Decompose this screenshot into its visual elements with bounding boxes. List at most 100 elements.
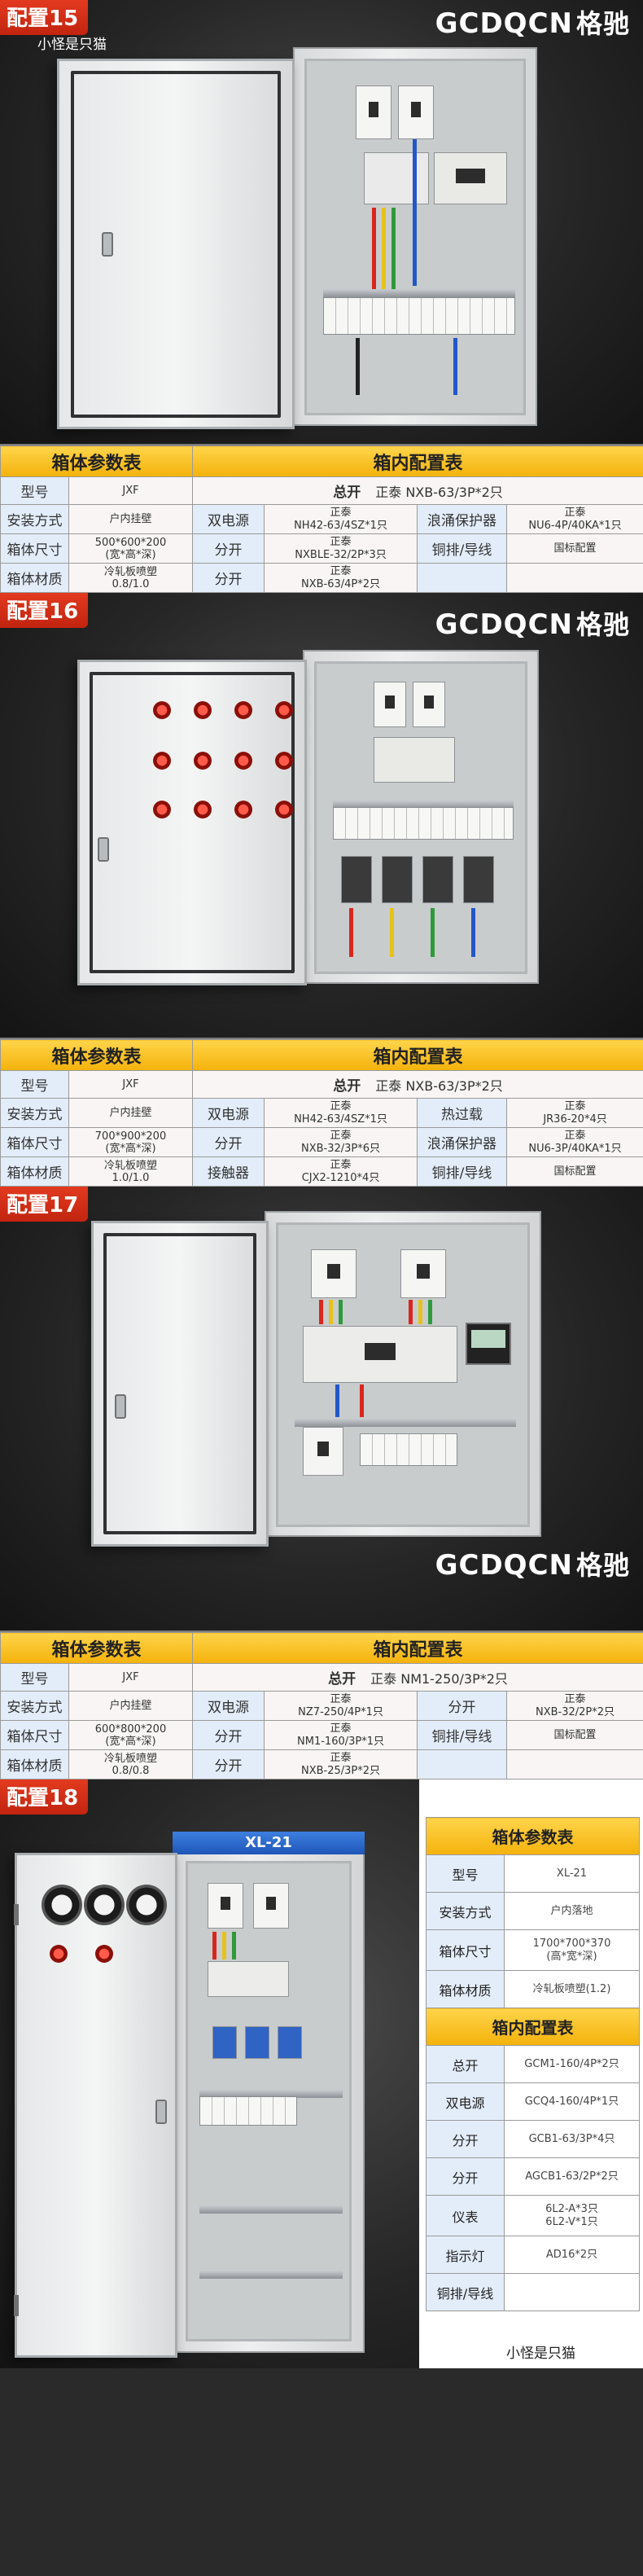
- config-value: [504, 2273, 640, 2311]
- config-value: 正泰 NU6-4P/40KA*1只: [506, 504, 643, 534]
- param-value: 1700*700*370 (高*宽*深): [504, 1929, 640, 1971]
- config-label: 双电源: [426, 2082, 505, 2121]
- config-value: 正泰 JR36-20*4只: [506, 1098, 643, 1128]
- main-breaker: [400, 1249, 446, 1298]
- config-label: 分开: [192, 563, 265, 593]
- mounting-plate: [314, 661, 527, 974]
- param-label: 型号: [0, 1663, 69, 1692]
- controller-screen: [466, 1323, 511, 1365]
- config-value: 正泰 NU6-3P/40KA*1只: [506, 1127, 643, 1157]
- config-value: [506, 1749, 643, 1780]
- config-label: 铜排/导线: [417, 1156, 508, 1187]
- config-label: 总开: [426, 2045, 505, 2083]
- config-value: GCQ4-160/4P*1只: [504, 2082, 640, 2121]
- config-label: 双电源: [192, 1098, 265, 1128]
- param-label: 型号: [0, 476, 69, 505]
- param-label: 安装方式: [0, 1691, 69, 1721]
- config-value: 正泰 NXB-63/4P*2只: [264, 563, 418, 593]
- params-table-title: 箱体参数表: [0, 1039, 194, 1071]
- config-value: 正泰 NXB-32/3P*6只: [264, 1127, 418, 1157]
- mcb-row: [333, 807, 514, 840]
- main-breaker: [311, 1249, 356, 1298]
- dual-power-switch: [303, 1326, 457, 1383]
- cabinet-door: [14, 1853, 177, 2358]
- config-label: 铜排/导线: [426, 2273, 505, 2311]
- param-label: 箱体尺寸: [0, 1720, 69, 1750]
- param-value: 冷轧板喷塑 1.0/1.0: [68, 1156, 194, 1187]
- cabinet-body: [265, 1211, 541, 1537]
- cabinet-door: [57, 59, 295, 429]
- param-value: JXF: [68, 1663, 194, 1692]
- config-value: 正泰 NH42-63/4SZ*1只: [264, 504, 418, 534]
- param-value: 冷轧板喷塑 0.8/0.8: [68, 1749, 194, 1780]
- cabinet-body: [303, 650, 539, 984]
- config-value: 国标配置: [506, 533, 643, 564]
- config-value: 正泰 NM1-160/3P*1只: [264, 1720, 418, 1750]
- param-label: 箱体材质: [0, 1749, 69, 1780]
- mounting-plate: [304, 59, 526, 415]
- config-label: 仪表: [426, 2195, 505, 2236]
- config-value: 正泰 CJX2-1210*4只: [264, 1156, 418, 1187]
- param-label: 型号: [0, 1070, 69, 1099]
- param-value: 户内挂壁: [68, 1098, 194, 1128]
- main-breaker: [413, 682, 445, 727]
- surge-protector: [364, 152, 429, 204]
- params-table-title: 箱体参数表: [426, 1817, 640, 1855]
- dual-power-switch: [434, 152, 507, 204]
- config-badge: 配置15: [0, 0, 89, 35]
- config-label: 铜排/导线: [417, 533, 508, 564]
- main-switch-cell: 总开正泰 NXB-63/3P*2只: [192, 1070, 643, 1099]
- config-value: 正泰 NH42-63/4SZ*1只: [264, 1098, 418, 1128]
- param-value: 冷轧板喷塑(1.2): [504, 1970, 640, 2008]
- config-value: AGCB1-63/2P*2只: [504, 2157, 640, 2196]
- param-label: 箱体尺寸: [0, 533, 69, 564]
- param-value: 700*900*200 (宽*高*深): [68, 1127, 194, 1157]
- door-handle: [98, 837, 109, 862]
- main-breaker: [398, 86, 434, 139]
- config-table-title: 箱内配置表: [426, 2008, 640, 2046]
- dual-power-switch: [208, 1961, 289, 1997]
- config-label: 分开: [192, 533, 265, 564]
- config-label: 分开: [417, 1691, 508, 1721]
- branch-breaker: [278, 2026, 302, 2059]
- config-label: 浪涌保护器: [417, 1127, 508, 1157]
- param-value: 户内挂壁: [68, 504, 194, 534]
- mounting-plate: [276, 1222, 530, 1527]
- config-label: 双电源: [192, 1691, 265, 1721]
- param-label: 箱体尺寸: [0, 1127, 69, 1157]
- param-value: JXF: [68, 1070, 194, 1099]
- config-label: 分开: [426, 2157, 505, 2196]
- param-value: 600*800*200 (宽*高*深): [68, 1720, 194, 1750]
- config-value: 正泰 NZ7-250/4P*1只: [264, 1691, 418, 1721]
- param-value: 500*600*200 (宽*高*深): [68, 533, 194, 564]
- config-value: 国标配置: [506, 1720, 643, 1750]
- param-label: 安装方式: [0, 504, 69, 534]
- config-badge: 配置18: [0, 1780, 89, 1815]
- config-label: 分开: [426, 2120, 505, 2158]
- param-value: 户内挂壁: [68, 1691, 194, 1721]
- param-value: 户内落地: [504, 1892, 640, 1930]
- config-label: 浪涌保护器: [417, 504, 508, 534]
- param-label: 箱体材质: [426, 1970, 505, 2008]
- config-label: 热过载: [417, 1098, 508, 1128]
- param-label: 箱体材质: [0, 563, 69, 593]
- config-label: [417, 1749, 508, 1780]
- mcb-row: [323, 297, 515, 335]
- main-switch-cell: 总开正泰 NM1-250/3P*2只: [192, 1663, 643, 1692]
- param-value: JXF: [68, 476, 194, 505]
- config-label: 接触器: [192, 1156, 265, 1187]
- params-table-title: 箱体参数表: [0, 1632, 194, 1664]
- param-label: 型号: [426, 1854, 505, 1893]
